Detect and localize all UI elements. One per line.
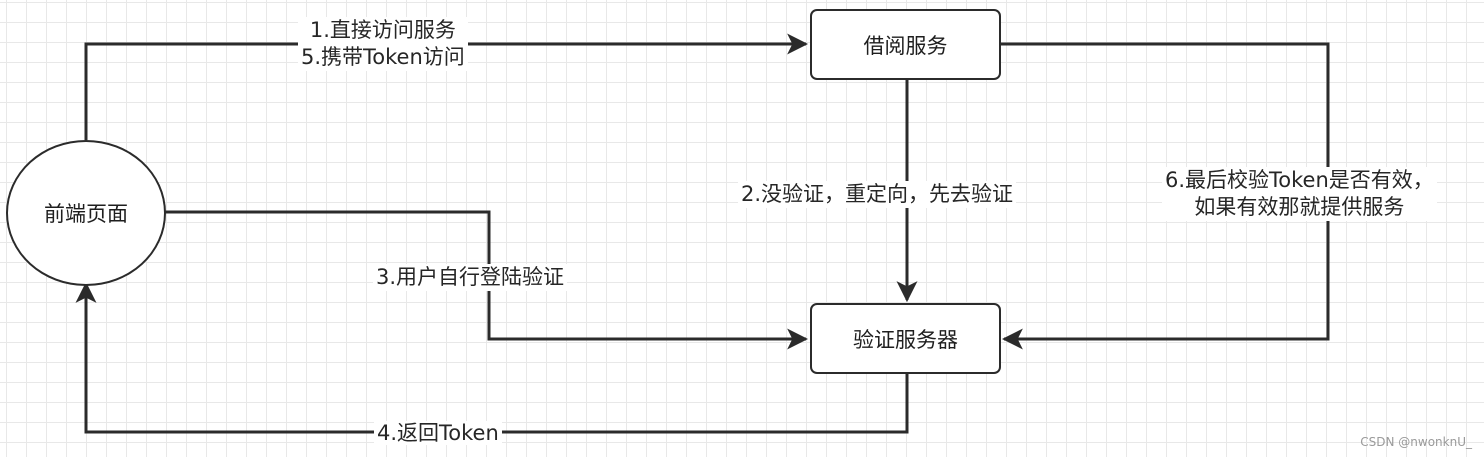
edge-auth-server-to-frontend <box>75 281 909 434</box>
edge-label-return-token: 4.返回Token <box>374 421 502 445</box>
node-auth-server-label: 验证服务器 <box>853 327 958 352</box>
node-borrow-service-label: 借阅服务 <box>863 33 948 58</box>
node-frontend-label: 前端页面 <box>44 202 128 226</box>
edge-label-direct-access-line2: 5.携带Token访问 <box>301 45 465 69</box>
edge-label-validate-token: 6.最后校验Token是否有效， 如果有效那就提供服务 <box>1162 167 1437 221</box>
node-auth-server: 验证服务器 <box>810 303 1001 374</box>
watermark-text: CSDN @nwonknU_ <box>1360 435 1472 449</box>
edge-label-user-login: 3.用户自行登陆验证 <box>373 264 568 291</box>
edge-label-validate-token-line2: 如果有效那就提供服务 <box>1194 195 1405 219</box>
node-borrow-service: 借阅服务 <box>810 9 1001 80</box>
node-frontend: 前端页面 <box>6 140 166 286</box>
edge-label-validate-token-line1: 6.最后校验Token是否有效， <box>1165 168 1434 192</box>
edge-label-direct-access-line1: 1.直接访问服务 <box>309 18 456 42</box>
edge-label-redirect: 2.没验证，重定向，先去验证 <box>738 181 1017 208</box>
edge-label-direct-access: 1.直接访问服务 5.携带Token访问 <box>298 17 468 71</box>
edge-frontend-to-borrow-service <box>84 33 809 140</box>
